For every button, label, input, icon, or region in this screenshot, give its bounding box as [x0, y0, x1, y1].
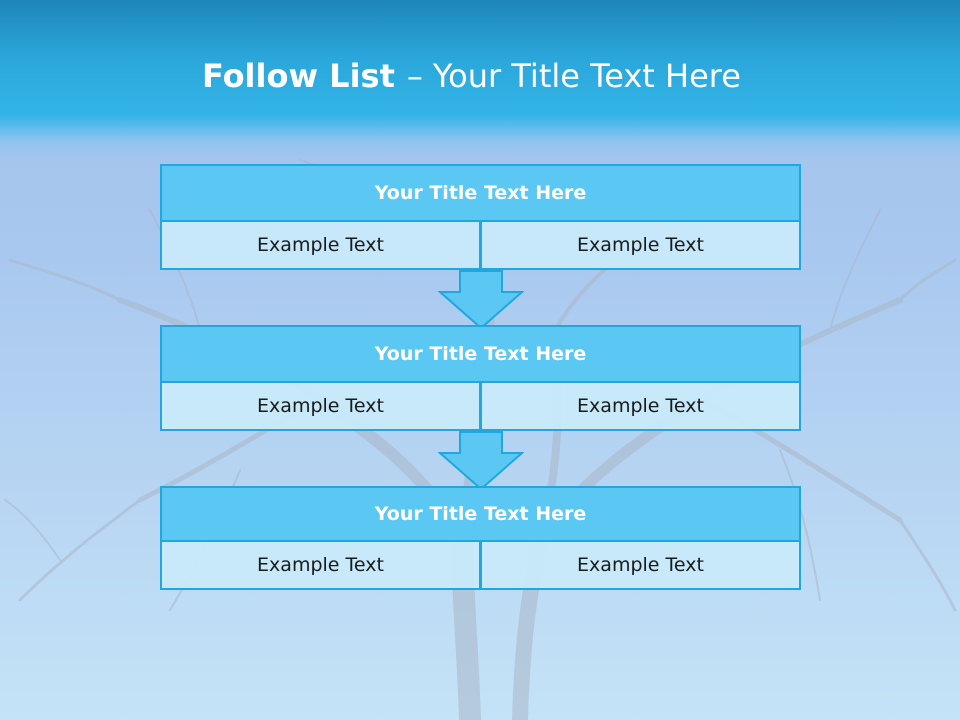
block-row: Example Text Example Text [160, 220, 801, 270]
block-title: Your Title Text Here [160, 486, 801, 542]
block-cell-right: Example Text [480, 540, 801, 590]
list-block-3: Your Title Text Here Example Text Exampl… [160, 486, 801, 590]
list-block-2: Your Title Text Here Example Text Exampl… [160, 325, 801, 431]
list-block-1: Your Title Text Here Example Text Exampl… [160, 164, 801, 270]
block-cell-left: Example Text [160, 540, 481, 590]
block-row: Example Text Example Text [160, 540, 801, 590]
block-title: Your Title Text Here [160, 325, 801, 383]
block-title: Your Title Text Here [160, 164, 801, 222]
block-cell-left: Example Text [160, 381, 481, 431]
slide-title: Follow List–Your Title Text Here [202, 54, 741, 98]
title-band [0, 0, 960, 160]
slide-title-rest: Your Title Text Here [432, 57, 741, 95]
slide-title-dash: – [406, 57, 423, 95]
down-arrow-icon [438, 431, 524, 491]
block-cell-right: Example Text [480, 381, 801, 431]
block-cell-right: Example Text [480, 220, 801, 270]
down-arrow-icon [438, 270, 524, 330]
block-cell-left: Example Text [160, 220, 481, 270]
slide-title-bold: Follow List [202, 57, 395, 95]
block-row: Example Text Example Text [160, 381, 801, 431]
